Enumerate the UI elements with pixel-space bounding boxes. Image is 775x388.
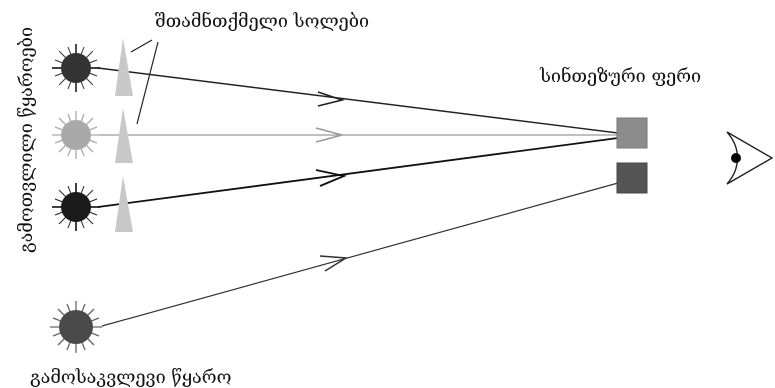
ray-1 [97, 67, 619, 134]
color-squares [616, 117, 648, 194]
starburst-light-icon [52, 111, 100, 159]
attenuators-label: შთამნთქმელი სოლები [155, 10, 369, 32]
starburst-light-icon [52, 183, 100, 231]
starburst-light-icon [50, 301, 102, 353]
test-color-square [616, 162, 648, 194]
wedge-icon [115, 108, 133, 163]
wedge-icon [115, 176, 133, 232]
ray-3-arrow [315, 169, 348, 187]
synthetic-color-label: სინთეზური ფერი [539, 65, 701, 87]
wedge-icon [115, 38, 133, 96]
starburst-light-icon [52, 44, 100, 92]
synthetic-color-square [616, 117, 648, 149]
leader-line [130, 39, 153, 53]
rays [97, 67, 619, 327]
ray-1-arrow [317, 91, 345, 107]
attenuator-leaders [130, 39, 159, 125]
eye-icon [726, 131, 774, 185]
ray-3 [97, 137, 619, 208]
reference-sources-label: გამოთვლილი წყაროები [16, 27, 37, 253]
light-sources [50, 44, 102, 353]
attenuator-wedges [115, 38, 133, 232]
ray-2-arrow [315, 127, 346, 143]
test-source-label: გამოსაკვლევი წყარო [30, 367, 231, 388]
ray-4-arrow [319, 255, 349, 272]
leader-line [136, 41, 159, 125]
ray-4 [101, 182, 619, 327]
